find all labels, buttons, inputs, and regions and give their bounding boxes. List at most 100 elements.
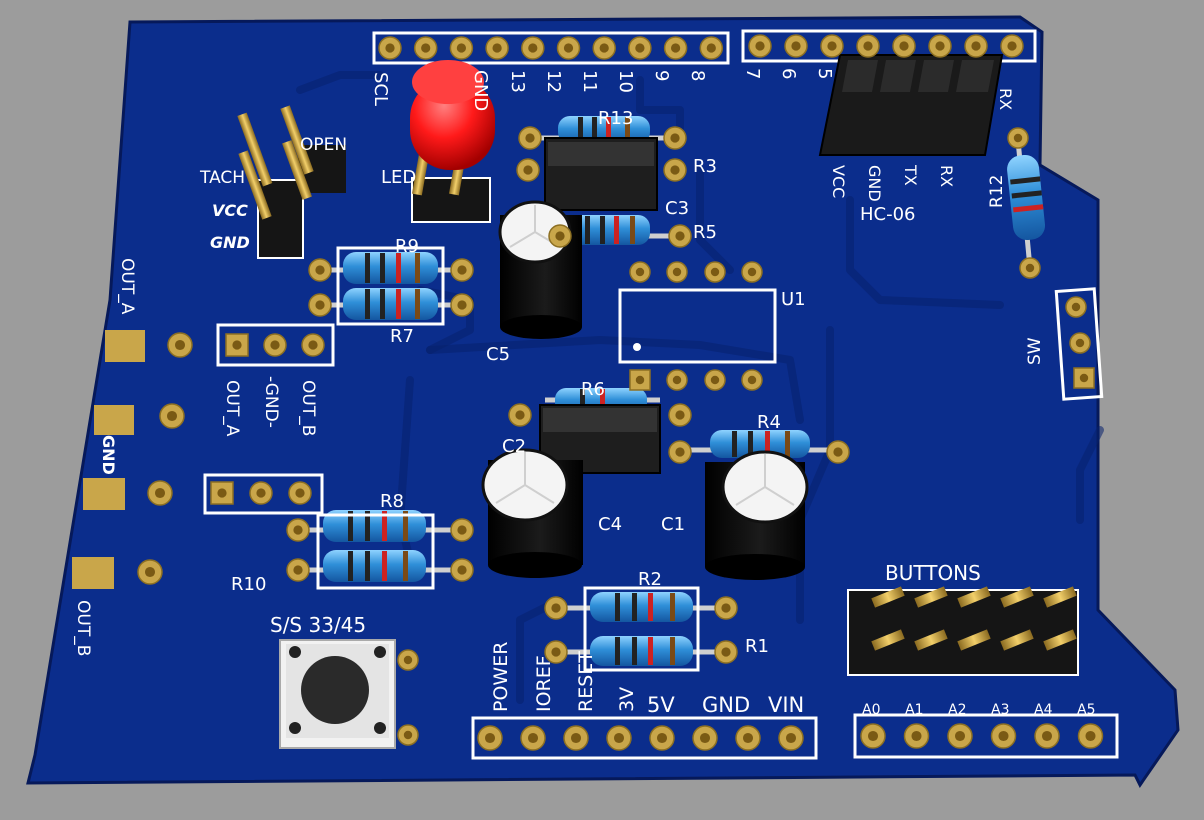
- top-header-left: [372, 31, 730, 65]
- label-hc-tx: TX: [901, 164, 920, 186]
- ic-c3-package: [544, 137, 658, 211]
- pad-hole: [551, 603, 561, 613]
- label-tach: TACH: [199, 168, 245, 188]
- label-hc06: HC-06: [860, 204, 916, 225]
- pad-hole: [747, 267, 757, 277]
- pad-hole: [706, 43, 716, 53]
- label-r6: R6: [581, 379, 605, 400]
- label-open: OPEN: [300, 135, 347, 155]
- pad-hole: [555, 231, 565, 241]
- pad-hole: [457, 565, 467, 575]
- ic-c2-package: [539, 404, 661, 474]
- pad-hole: [971, 41, 981, 51]
- u1-outline: [618, 288, 777, 364]
- label-d5: 5: [814, 68, 835, 79]
- label-reset: RESET: [575, 651, 597, 712]
- power-header-outline: [471, 716, 818, 760]
- pad-hole: [954, 730, 966, 742]
- pad-hole: [747, 375, 757, 385]
- sw-outline: [1054, 287, 1104, 401]
- label-r10: R10: [231, 574, 266, 595]
- label-out-b-side: OUT_B: [73, 600, 93, 656]
- pad-hole: [403, 730, 413, 740]
- pad-hole: [528, 43, 538, 53]
- label-out-b: OUT_B: [298, 380, 318, 436]
- capacitor-c4: [481, 448, 583, 578]
- label-a5: A5: [1077, 702, 1095, 718]
- pad-hole: [144, 566, 156, 578]
- label-a1: A1: [905, 702, 923, 718]
- pad-hole: [710, 375, 720, 385]
- pad-hole: [670, 133, 680, 143]
- pad-hole: [492, 43, 502, 53]
- pad-hole: [935, 41, 945, 51]
- pad-hole: [403, 655, 413, 665]
- pad-hole: [899, 41, 909, 51]
- pad-hole: [1025, 263, 1035, 273]
- pad-hole: [515, 410, 525, 420]
- label-a0: A0: [862, 702, 880, 718]
- pad-hole: [232, 340, 242, 350]
- pad-hole: [670, 43, 681, 53]
- pad-group: [137, 34, 1104, 751]
- label-d6: 6: [778, 68, 799, 79]
- label-rx-top: RX: [996, 88, 1015, 110]
- pad-hole: [295, 488, 305, 498]
- pad-hole: [863, 41, 873, 51]
- pad-hole: [525, 133, 535, 143]
- label-d9: 9: [651, 70, 672, 81]
- pad-hole: [570, 732, 582, 744]
- label-d10: 10: [615, 70, 636, 93]
- label-ioref: IOREF: [533, 655, 555, 712]
- label-vin: VIN: [768, 693, 804, 717]
- pad-hole: [154, 487, 166, 499]
- pad-hole: [827, 41, 837, 51]
- pad-hole: [721, 647, 731, 657]
- label-r12: R12: [987, 175, 1007, 208]
- silkscreen-labels: SCL GND 13 12 11 10 9 8 7 6 5 RX OPEN TA…: [73, 68, 1095, 718]
- pad-hole: [1013, 133, 1023, 143]
- label-hc-vcc: VCC: [829, 165, 848, 198]
- pad-hole: [672, 375, 682, 385]
- label-3v: 3V: [616, 687, 638, 712]
- pad-hole: [1079, 373, 1089, 383]
- pad-hole: [998, 730, 1009, 742]
- pad-hole: [293, 565, 303, 575]
- label-power: POWER: [490, 642, 512, 712]
- label-c4: C4: [598, 514, 622, 535]
- pad-hole: [1075, 338, 1085, 348]
- resistor-r4: [680, 430, 840, 458]
- resistor-r12: [1007, 139, 1046, 269]
- pad-hole: [217, 488, 227, 498]
- capacitor-c1: [705, 450, 809, 580]
- label-gnd-side: GND: [99, 435, 118, 475]
- label-r1: R1: [745, 636, 769, 657]
- pad-hole: [672, 267, 682, 277]
- pad-hole: [315, 265, 325, 275]
- pad-hole: [755, 41, 765, 51]
- pad-hole: [1041, 730, 1053, 742]
- label-a2: A2: [948, 702, 966, 718]
- label-a4: A4: [1034, 702, 1053, 718]
- push-button-ss[interactable]: [279, 639, 396, 749]
- r9-r7-outline: [336, 246, 445, 326]
- label-led: LED: [381, 167, 416, 188]
- pad-hole: [523, 165, 533, 175]
- label-gnd-top: GND: [470, 70, 491, 111]
- pad-hole: [315, 300, 325, 310]
- label-hc-gnd: GND: [865, 165, 884, 202]
- pad-hole: [656, 732, 668, 744]
- pad-hole: [527, 732, 539, 744]
- pad-hole: [635, 267, 645, 277]
- label-c2: C2: [502, 436, 526, 457]
- label-5v: 5V: [647, 693, 675, 717]
- label-out-a: OUT_A: [222, 380, 242, 437]
- pad-hole: [675, 410, 685, 420]
- pad-hole: [791, 41, 801, 51]
- pad-hole: [457, 265, 467, 275]
- label-vcc-left: VCC: [212, 201, 248, 220]
- pad-hole: [421, 43, 431, 53]
- label-c1: C1: [661, 514, 685, 535]
- label-d12: 12: [543, 70, 564, 93]
- label-r7: R7: [390, 326, 414, 347]
